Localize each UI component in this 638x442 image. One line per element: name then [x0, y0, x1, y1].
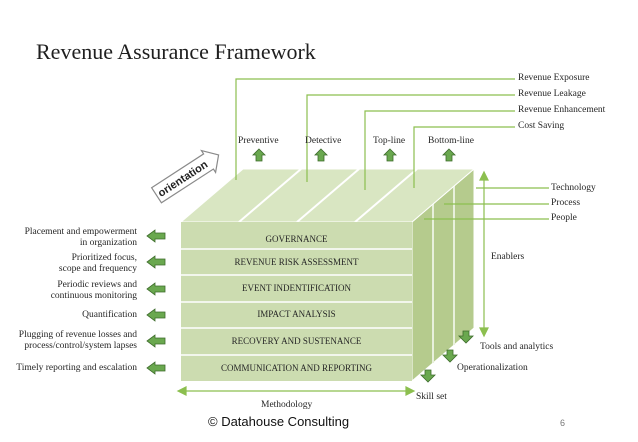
- down-arrow-icon: [420, 369, 436, 383]
- layer-communication-and-reporting: COMMUNICATION AND REPORTING: [221, 363, 372, 373]
- layer-event-identification: EVENT INDENTIFICATION: [241, 283, 352, 293]
- layer-governance: GOVERNANCE: [265, 234, 328, 244]
- up-arrow-icon: [314, 148, 328, 162]
- label-enablers: Enablers: [491, 252, 525, 262]
- left-label-line: Timely reporting and escalation: [16, 363, 137, 373]
- front-face-row-dividers: [181, 248, 412, 356]
- down-arrow-icon: [458, 330, 474, 344]
- left-label-timely-reporting: Timely reporting and escalation: [16, 363, 137, 374]
- left-arrow-icon: [146, 334, 166, 348]
- label-revenue-enhancement: Revenue Enhancement: [518, 105, 606, 115]
- up-arrow-icon: [252, 148, 266, 162]
- up-arrows: [252, 148, 456, 162]
- left-label-prioritized-focus: Prioritized focus, scope and frequency: [59, 253, 137, 275]
- layer-impact-analysis: IMPACT ANALYSIS: [257, 309, 336, 319]
- left-label-quantification: Quantification: [82, 310, 137, 321]
- label-preventive: Preventive: [238, 136, 279, 146]
- label-revenue-exposure: Revenue Exposure: [518, 73, 590, 83]
- left-label-placement: Placement and empowerment in organizatio…: [25, 227, 137, 249]
- left-arrow-icon: [146, 282, 166, 296]
- up-arrow-icon: [442, 148, 456, 162]
- down-arrows: [420, 330, 474, 383]
- left-arrows: [146, 229, 166, 375]
- label-cost-saving: Cost Saving: [518, 121, 565, 131]
- layer-recovery-and-sustenance: RECOVERY AND SUSTENANCE: [231, 336, 362, 346]
- left-arrow-icon: [146, 308, 166, 322]
- left-arrow-icon: [146, 255, 166, 269]
- left-label-periodic-reviews: Periodic reviews and continuous monitori…: [51, 280, 137, 302]
- enabler-connector-lines: [424, 187, 549, 220]
- left-label-line: scope and frequency: [58, 264, 137, 274]
- top-face-dividers: [238, 168, 418, 223]
- footer-copyright: © Datahouse Consulting: [208, 414, 350, 429]
- layer-revenue-risk-assessment: REVENUE RISK ASSESSMENT: [234, 257, 359, 267]
- label-tools-and-analytics: Tools and analytics: [480, 342, 554, 352]
- left-label-line: Periodic reviews and: [57, 280, 137, 290]
- label-detective: Detective: [305, 136, 342, 146]
- up-arrow-icon: [383, 148, 397, 162]
- label-technology: Technology: [551, 183, 596, 193]
- label-skill-set: Skill set: [416, 392, 447, 402]
- left-label-plugging: Plugging of revenue losses and process/c…: [19, 330, 137, 352]
- label-top-line: Top-line: [373, 136, 406, 146]
- down-arrow-icon: [442, 349, 458, 363]
- label-revenue-leakage: Revenue Leakage: [518, 89, 586, 99]
- enablers-double-arrow: [479, 170, 489, 338]
- methodology-double-arrow: [176, 386, 416, 396]
- label-operationalization: Operationalization: [457, 363, 528, 373]
- left-label-line: continuous monitoring: [50, 291, 137, 301]
- side-face-dividers: [432, 186, 455, 363]
- revenue-connector-lines: [235, 78, 515, 190]
- left-label-line: in organization: [79, 238, 137, 248]
- label-process: Process: [551, 198, 581, 208]
- left-label-line: Placement and empowerment: [24, 227, 137, 237]
- left-label-line: Plugging of revenue losses and: [18, 330, 137, 340]
- label-methodology: Methodology: [261, 400, 313, 410]
- left-label-line: Prioritized focus,: [71, 253, 137, 263]
- left-label-line: process/control/system lapses: [24, 341, 137, 351]
- left-label-line: Quantification: [82, 310, 137, 320]
- label-bottom-line: Bottom-line: [428, 136, 474, 146]
- page-title: Revenue Assurance Framework: [36, 39, 316, 64]
- label-people: People: [551, 213, 577, 223]
- left-arrow-icon: [146, 361, 166, 375]
- page-number: 6: [560, 418, 566, 428]
- left-arrow-icon: [146, 229, 166, 243]
